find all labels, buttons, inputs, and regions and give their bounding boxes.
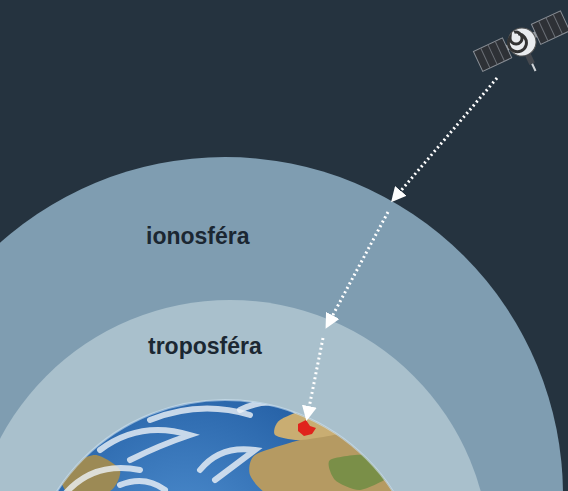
cloud xyxy=(120,481,165,490)
signal-arrow xyxy=(393,78,497,200)
receiver-mark xyxy=(298,420,316,436)
satellite xyxy=(473,9,568,91)
signal-arrow xyxy=(327,212,388,326)
layer-disc xyxy=(0,157,563,491)
land-mass xyxy=(329,455,391,490)
layer-name: ionosféra xyxy=(146,224,250,249)
earth-globe xyxy=(25,400,425,491)
cloud xyxy=(200,449,255,480)
earth xyxy=(25,390,425,491)
signal-arrow xyxy=(307,338,323,418)
cloud xyxy=(150,409,250,420)
land-mass xyxy=(249,430,401,491)
layer-disc xyxy=(0,300,490,491)
land-mass xyxy=(300,390,345,410)
layer-name: troposféra xyxy=(148,334,262,359)
